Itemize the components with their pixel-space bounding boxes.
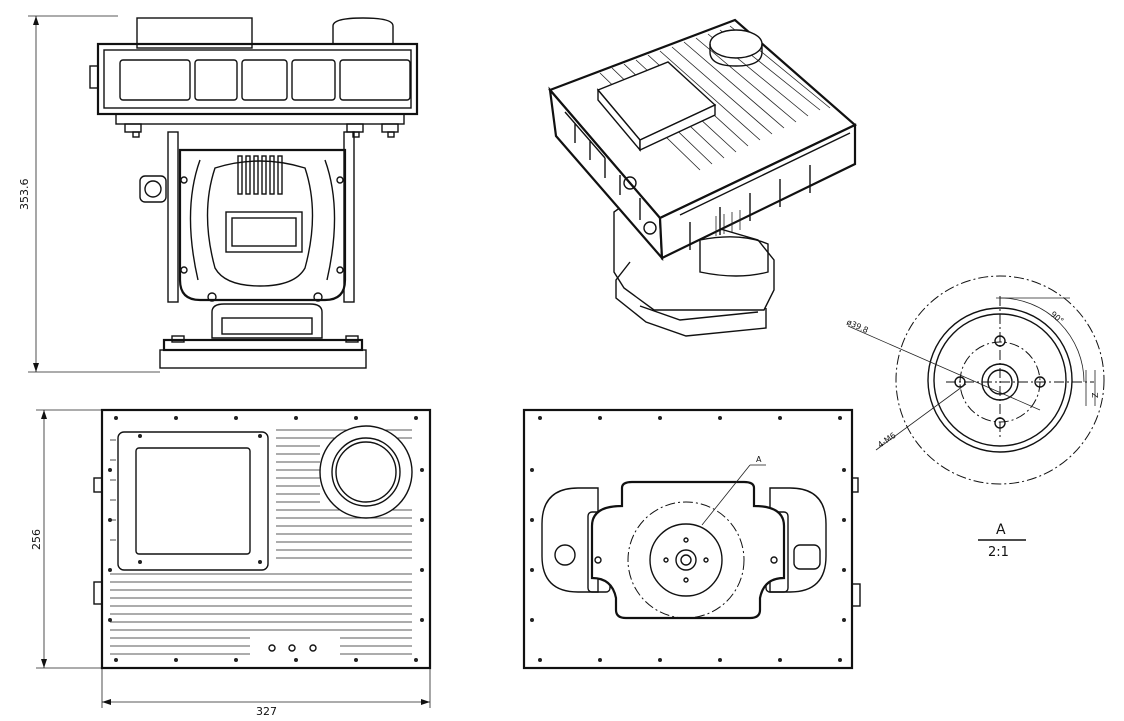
- angle-label: 90°: [1049, 310, 1066, 326]
- tick-mark-label: Z: [1091, 392, 1100, 398]
- height-dimension-top: 256: [30, 409, 102, 669]
- view-label: A: [996, 522, 1006, 538]
- bottom-view: A: [522, 408, 861, 670]
- isometric-view: [548, 18, 857, 337]
- dim-height-front: 353.6: [18, 179, 31, 211]
- scale-label: 2:1: [988, 545, 1009, 560]
- height-dimension-front: 353.6: [18, 15, 160, 373]
- holes-label: 4-M6: [876, 431, 898, 450]
- detail-view-a: ø39.8 90° Z 4-M6 A 2:1: [845, 275, 1105, 560]
- width-dimension-top: 327: [101, 668, 431, 718]
- front-view: 353.6: [18, 15, 419, 373]
- top-view: 256 327: [30, 408, 432, 718]
- dim-height-top: 256: [30, 529, 43, 550]
- dim-width-top: 327: [256, 705, 277, 718]
- bolt-circle-label: ø39.8: [845, 318, 869, 335]
- section-leader-label: A: [756, 455, 762, 464]
